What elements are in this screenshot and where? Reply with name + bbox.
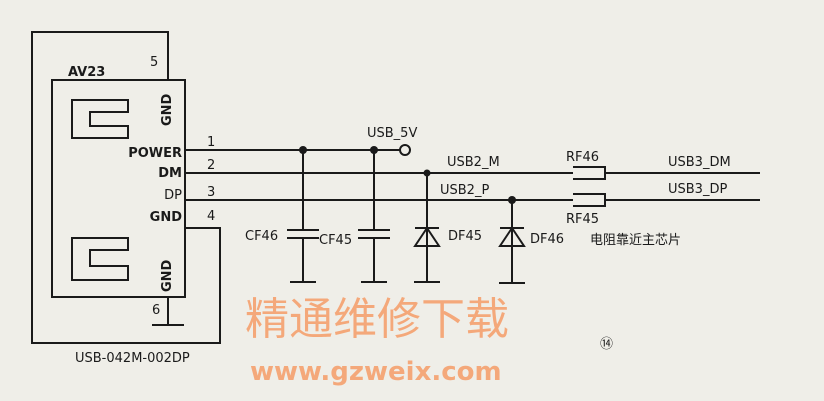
net-label-usb3-dp: USB3_DP <box>668 182 727 197</box>
pin-number-6: 6 <box>152 303 160 318</box>
net-label-usb-5v: USB_5V <box>367 126 417 141</box>
pin-name-3: DP <box>164 188 182 203</box>
resistor-rf45 <box>573 193 606 207</box>
pin-name-6: GND <box>160 259 175 292</box>
connector-body <box>51 79 186 298</box>
usb-port-icon-top <box>71 99 129 139</box>
pin-number-1: 1 <box>207 135 215 150</box>
label-df45: DF45 <box>448 229 482 244</box>
watermark-url: www.gzweix.com <box>250 357 502 387</box>
resistor-rf46 <box>573 166 606 180</box>
connector-ref: AV23 <box>68 65 105 80</box>
pin-number-5: 5 <box>150 55 158 70</box>
pin-name-2: DM <box>158 166 182 181</box>
label-rf45: RF45 <box>566 212 599 227</box>
pin-name-4: GND <box>150 210 183 225</box>
label-rf46: RF46 <box>566 150 599 165</box>
pin-name-1: POWER <box>128 146 182 161</box>
pin-number-2: 2 <box>207 158 215 173</box>
label-df46: DF46 <box>530 232 564 247</box>
diode-df46 <box>498 196 526 284</box>
connector-shell <box>31 31 221 344</box>
net-label-usb2-m: USB2_M <box>447 155 500 170</box>
pin-name-5: GND <box>160 93 175 126</box>
pin-number-4: 4 <box>207 209 215 224</box>
capacitor-cf46 <box>287 146 319 283</box>
net-label-usb2-p: USB2_P <box>440 183 489 198</box>
pin-number-3: 3 <box>207 185 215 200</box>
figure-number: ⑭ <box>600 337 613 352</box>
usb-port-icon-bottom <box>71 237 129 281</box>
watermark-title: 精通维修下载 <box>245 294 509 345</box>
connector-part-number: USB-042M-002DP <box>75 351 190 366</box>
label-cf46: CF46 <box>245 229 278 244</box>
label-cf45: CF45 <box>319 233 352 248</box>
diode-df45 <box>413 169 441 283</box>
capacitor-cf45 <box>358 146 390 283</box>
note-resistor-placement: 电阻靠近主芯片 <box>590 233 681 248</box>
power-terminal <box>399 144 411 156</box>
net-label-usb3-dm: USB3_DM <box>668 155 731 170</box>
